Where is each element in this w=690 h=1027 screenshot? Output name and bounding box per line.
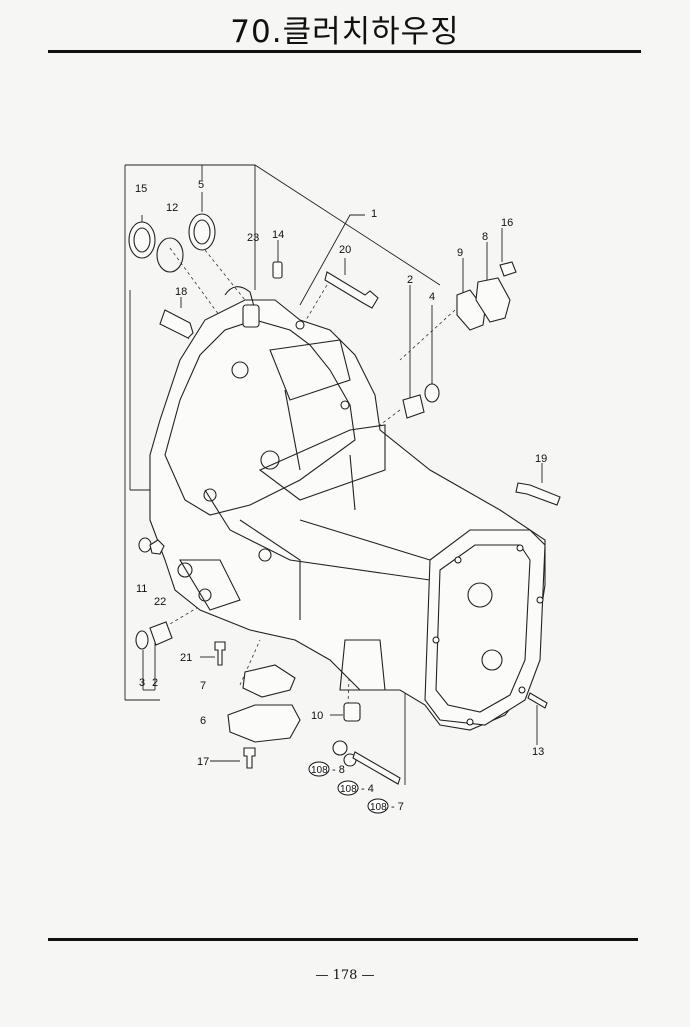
ref-108b-code: 108 (340, 784, 357, 795)
ref-circle-108a (308, 761, 330, 777)
header-rule (48, 50, 641, 53)
page-number: — 178 — (315, 968, 375, 983)
callout-19: 19 (535, 453, 547, 465)
callout-23: 23 (247, 232, 259, 244)
washer-11 (138, 537, 152, 553)
ref-circle-108c (367, 798, 389, 814)
callout-16: 16 (501, 217, 513, 229)
seal-15 (128, 221, 156, 259)
pipe-23 (224, 286, 260, 328)
nut-108-8 (332, 740, 348, 756)
snap-ring-12 (156, 237, 184, 273)
footer-rule (48, 938, 638, 941)
callout-20: 20 (339, 244, 351, 256)
gasket-7 (242, 664, 296, 698)
bolt-21 (214, 641, 226, 666)
cover-6 (227, 704, 301, 743)
callout-1: 1 (371, 208, 377, 220)
bolt-19 (515, 482, 561, 506)
ref-108c-code: 108 (370, 802, 387, 813)
callout-5: 5 (198, 179, 204, 191)
callout-18: 18 (175, 286, 187, 298)
ref-108b-item: - 4 (361, 783, 374, 795)
bushing-4 (424, 383, 440, 403)
callout-21: 21 (180, 652, 192, 664)
callout-8: 8 (482, 231, 488, 243)
callout-2: 2 (407, 274, 413, 286)
callout-9: 9 (457, 247, 463, 259)
stud-108-7 (352, 751, 401, 785)
bolt-17 (243, 747, 256, 769)
callout-11: 11 (136, 583, 147, 595)
callout-14: 14 (272, 229, 284, 241)
nut-22 (149, 539, 165, 555)
cover-8 (475, 277, 511, 323)
housing-body (149, 299, 546, 731)
ref-108c-item: - 7 (391, 801, 404, 813)
callout-13: 13 (532, 746, 544, 758)
callout-6: 6 (200, 715, 206, 727)
callout-2b: 2 (152, 677, 158, 689)
bolt-16 (499, 261, 517, 277)
callout-15: 15 (135, 183, 147, 195)
callout-4: 4 (429, 291, 435, 303)
plug-10 (343, 702, 361, 722)
callout-10: 10 (311, 710, 323, 722)
callout-12: 12 (166, 202, 178, 214)
bolt-18 (159, 309, 194, 339)
callout-17: 17 (197, 756, 209, 768)
ref-circle-108b (337, 780, 359, 796)
pin-13 (527, 692, 548, 709)
gasket-9 (456, 289, 486, 331)
pin-14 (272, 261, 283, 279)
callout-7: 7 (200, 680, 206, 692)
bushing-2 (402, 394, 425, 419)
callout-22: 22 (154, 596, 166, 608)
page-title: 70.클러치하우징 (230, 14, 460, 50)
callout-3: 3 (139, 677, 145, 689)
ref-108a-item: - 8 (332, 764, 345, 776)
bushing-3 (135, 630, 149, 650)
ref-108a-code: 108 (311, 765, 328, 776)
callout-labels: 1 2 4 5 15 12 23 14 20 9 8 16 18 19 11 2… (135, 179, 547, 814)
seal-5 (188, 213, 216, 251)
bolt-20 (324, 271, 379, 309)
bushing-2b (149, 621, 173, 646)
